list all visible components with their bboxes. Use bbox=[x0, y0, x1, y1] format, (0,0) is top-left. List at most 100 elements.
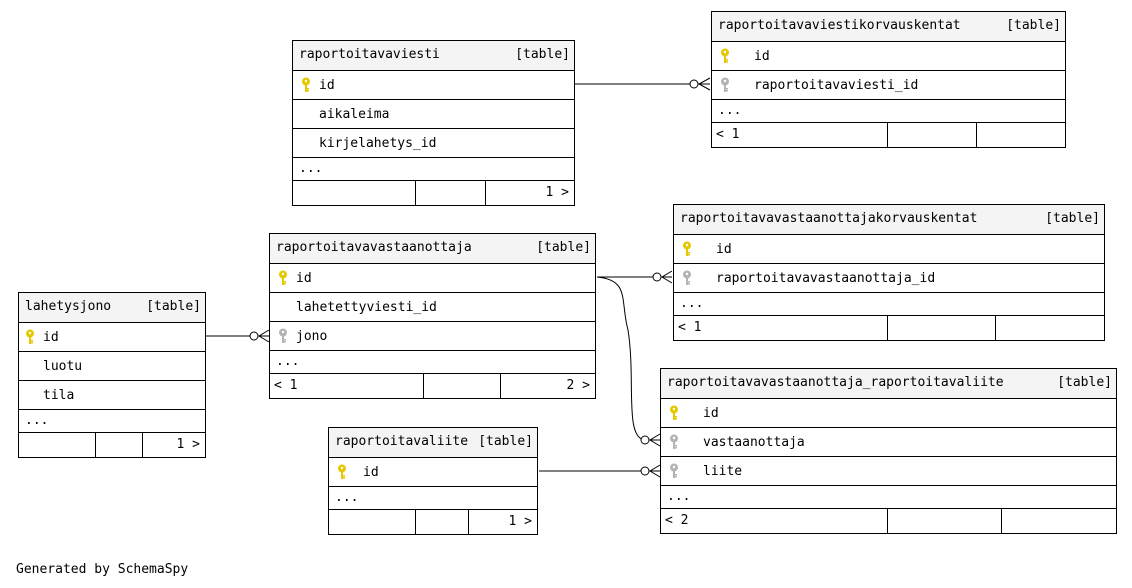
table-raportoitavaviesti[interactable]: raportoitavaviesti [table] id aikaleima kirj… bbox=[292, 40, 575, 206]
column-name: raportoitavaviesti_id bbox=[754, 78, 919, 93]
children-count[interactable]: < 1 bbox=[716, 127, 740, 142]
footer-cell bbox=[887, 509, 1001, 533]
more-columns-row[interactable]: ... bbox=[674, 293, 1104, 316]
table-name: raportoitavaviesti bbox=[299, 47, 440, 62]
table-raportoitavaviestikorvauskentat[interactable]: raportoitavaviestikorvauskentat[table] id… bbox=[711, 11, 1066, 148]
footer-cell bbox=[887, 316, 995, 340]
primary-key-icon bbox=[337, 464, 347, 480]
table-raportoitavavastaanottaja[interactable]: raportoitavavastaanottaja[table]id lahete… bbox=[269, 233, 596, 399]
footer-cell: 1 > bbox=[142, 433, 206, 457]
table-kind: [table] bbox=[478, 434, 533, 449]
column-name: id bbox=[363, 465, 379, 480]
column-row[interactable]: liite bbox=[661, 457, 1116, 486]
parents-count[interactable]: 1 > bbox=[545, 185, 569, 200]
column-name: kirjelahetys_id bbox=[319, 136, 437, 151]
table-kind: [table] bbox=[515, 47, 570, 62]
footer-cell bbox=[423, 374, 500, 398]
footer-cell bbox=[293, 181, 415, 205]
column-row[interactable]: jono bbox=[270, 322, 595, 351]
foreign-key-icon bbox=[278, 328, 288, 344]
parents-count[interactable]: 2 > bbox=[566, 378, 590, 393]
table-kind: [table] bbox=[1045, 211, 1100, 226]
more-columns-label: ... bbox=[667, 489, 691, 504]
column-row[interactable]: id bbox=[661, 399, 1116, 428]
edge-crowfoot bbox=[661, 270, 673, 284]
column-row[interactable]: lahetettyviesti_id bbox=[270, 293, 595, 322]
column-name: id bbox=[43, 330, 59, 345]
column-name: id bbox=[754, 49, 770, 64]
column-row[interactable]: raportoitavavastaanottaja_id bbox=[674, 264, 1104, 293]
primary-key-icon bbox=[682, 241, 692, 257]
column-row[interactable]: raportoitavaviesti_id bbox=[712, 71, 1065, 100]
more-columns-row[interactable]: ... bbox=[19, 410, 205, 433]
column-row[interactable]: id bbox=[293, 71, 574, 100]
generated-by-footer: Generated by SchemaSpy bbox=[16, 562, 189, 577]
edge-zero-marker bbox=[640, 435, 650, 445]
column-name: lahetettyviesti_id bbox=[296, 300, 437, 315]
table-header: lahetysjono [table] bbox=[19, 293, 205, 323]
table-kind: [table] bbox=[146, 299, 201, 314]
footer-cell bbox=[887, 123, 976, 147]
foreign-key-icon bbox=[682, 270, 692, 286]
more-columns-row[interactable]: ... bbox=[329, 487, 537, 510]
table-header: raportoitavavastaanottaja[table] bbox=[270, 234, 595, 264]
footer-cell: < 1 bbox=[270, 374, 423, 398]
footer-cell bbox=[415, 181, 485, 205]
edge-zero-marker bbox=[249, 331, 259, 341]
column-name: raportoitavavastaanottaja_id bbox=[716, 271, 936, 286]
more-columns-row[interactable]: ... bbox=[712, 100, 1065, 123]
table-raportoitavaliite[interactable]: raportoitavaliite [table] id... 1 > bbox=[328, 427, 538, 535]
column-name: id bbox=[716, 242, 732, 257]
table-name: raportoitavavastaanottaja_raportoitavali… bbox=[667, 375, 1004, 390]
column-name: jono bbox=[296, 329, 328, 344]
footer-cell: 1 > bbox=[468, 510, 538, 534]
column-row[interactable]: id bbox=[270, 264, 595, 293]
footer-cell bbox=[329, 510, 415, 534]
more-columns-row[interactable]: ... bbox=[293, 158, 574, 181]
column-row[interactable]: luotu bbox=[19, 352, 205, 381]
foreign-key-icon bbox=[669, 463, 679, 479]
column-row[interactable]: vastaanottaja bbox=[661, 428, 1116, 457]
column-row[interactable]: tila bbox=[19, 381, 205, 410]
edge-crowfoot bbox=[258, 329, 270, 343]
column-row[interactable]: kirjelahetys_id bbox=[293, 129, 574, 158]
table-footer: < 1 2 > bbox=[270, 374, 595, 398]
table-name: raportoitavaliite bbox=[335, 434, 469, 449]
footer-cell: 1 > bbox=[485, 181, 575, 205]
more-columns-label: ... bbox=[718, 103, 742, 118]
children-count[interactable]: < 1 bbox=[274, 378, 298, 393]
primary-key-icon bbox=[278, 270, 288, 286]
children-count[interactable]: < 2 bbox=[665, 513, 689, 528]
column-row[interactable]: id bbox=[712, 42, 1065, 71]
column-row[interactable]: id bbox=[329, 458, 537, 487]
table-name: lahetysjono bbox=[25, 299, 112, 314]
column-name: aikaleima bbox=[319, 107, 390, 122]
more-columns-row[interactable]: ... bbox=[661, 486, 1116, 509]
column-name: id bbox=[703, 406, 719, 421]
table-header: raportoitavaliite [table] bbox=[329, 428, 537, 458]
parents-count[interactable]: 1 > bbox=[508, 514, 532, 529]
table-name: raportoitavaviestikorvauskentat bbox=[718, 18, 961, 33]
edge-zero-marker bbox=[640, 466, 650, 476]
column-row[interactable]: aikaleima bbox=[293, 100, 574, 129]
table-header: raportoitavaviestikorvauskentat[table] bbox=[712, 12, 1065, 42]
primary-key-icon bbox=[25, 329, 35, 345]
table-raportoitavavastaanottaja_raportoitavaliite[interactable]: raportoitavavastaanottaja_raportoitavali… bbox=[660, 368, 1117, 534]
column-row[interactable]: id bbox=[674, 235, 1104, 264]
foreign-key-icon bbox=[669, 434, 679, 450]
edge-crowfoot bbox=[649, 433, 661, 447]
edge-zero-marker bbox=[652, 272, 662, 282]
parents-count[interactable]: 1 > bbox=[176, 437, 200, 452]
more-columns-row[interactable]: ... bbox=[270, 351, 595, 374]
column-row[interactable]: id bbox=[19, 323, 205, 352]
footer-cell bbox=[995, 316, 1105, 340]
table-raportoitavavastaanottajakorvauskentat[interactable]: raportoitavavastaanottajakorvauskentat[t… bbox=[673, 204, 1105, 341]
edge-zero-marker bbox=[689, 79, 699, 89]
more-columns-label: ... bbox=[299, 161, 323, 176]
children-count[interactable]: < 1 bbox=[678, 320, 702, 335]
footer-cell bbox=[1001, 509, 1117, 533]
table-header: raportoitavaviesti [table] bbox=[293, 41, 574, 71]
primary-key-icon bbox=[669, 405, 679, 421]
table-footer: 1 > bbox=[329, 510, 537, 534]
